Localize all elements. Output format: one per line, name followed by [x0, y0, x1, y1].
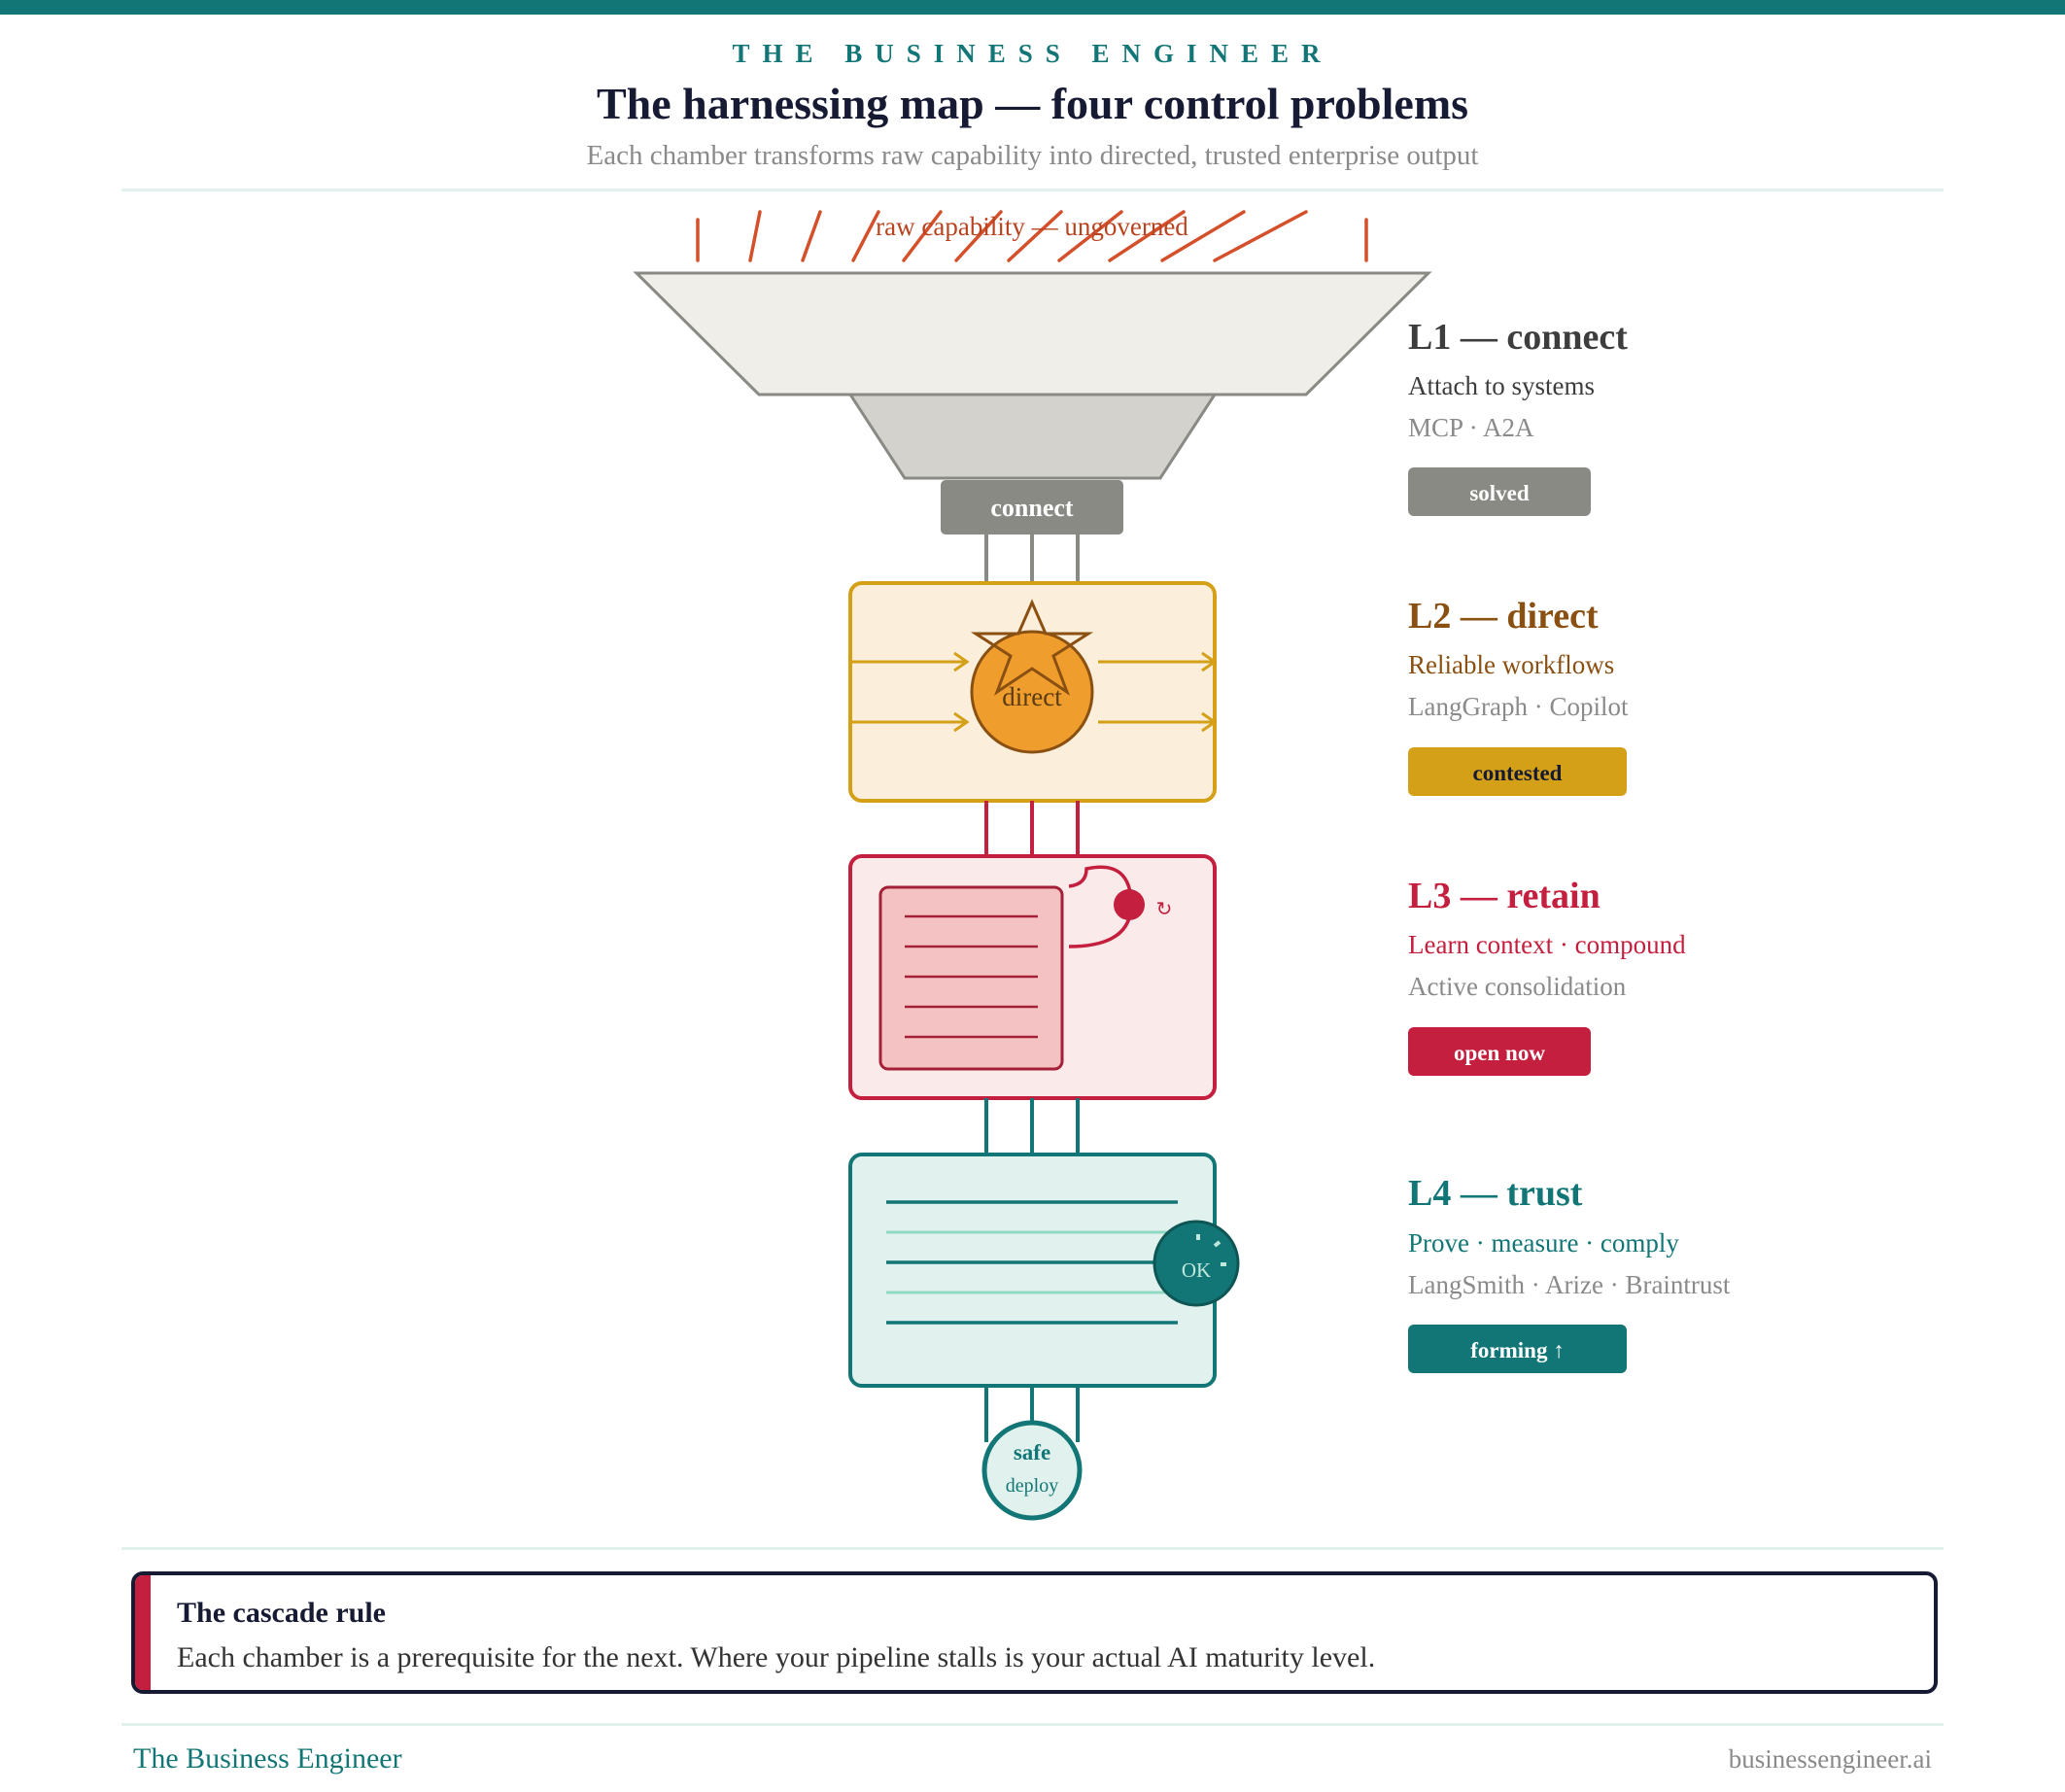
- layer-4-tools: LangSmith · Arize · Braintrust: [1408, 1270, 1730, 1300]
- layer-3-tools: Active consolidation: [1408, 972, 1626, 1002]
- output-sublabel: deploy: [1006, 1475, 1058, 1497]
- funnel-neck: [850, 395, 1215, 478]
- diagram-divider: [121, 1547, 1944, 1550]
- harnessing-diagram: raw capability — ungoverned connect dire…: [0, 0, 2065, 1555]
- footer-divider: [121, 1723, 1944, 1726]
- intake-funnel: [637, 273, 1428, 395]
- pipes-retain-to-trust: [986, 1098, 1078, 1154]
- layer-1-title: L1 — connect: [1408, 316, 1628, 359]
- layer-3-description: Learn context · compound: [1408, 930, 1686, 960]
- layer-4-status-badge: forming ↑: [1408, 1325, 1627, 1373]
- pipes-connect-to-direct: [986, 534, 1078, 583]
- connect-block-label: connect: [990, 494, 1074, 522]
- layer-1-status-badge: solved: [1408, 467, 1591, 516]
- layer-3-title: L3 — retain: [1408, 875, 1600, 917]
- raw-capability-label: raw capability — ungoverned: [876, 212, 1188, 241]
- pipes-direct-to-retain: [986, 801, 1078, 856]
- output-label: safe: [1014, 1440, 1050, 1465]
- footer-url[interactable]: businessengineer.ai: [1729, 1744, 1932, 1775]
- callout-text: Each chamber is a prerequisite for the n…: [177, 1641, 1375, 1674]
- safe-deploy-output: [984, 1423, 1080, 1518]
- retention-node-icon: [1114, 889, 1145, 920]
- layer-2-title: L2 — direct: [1408, 595, 1599, 638]
- layer-2-tools: LangGraph · Copilot: [1408, 692, 1628, 722]
- layer-4-description: Prove · measure · comply: [1408, 1228, 1679, 1258]
- refresh-cycle-icon: ↻: [1156, 897, 1173, 920]
- layer-1-tools: MCP · A2A: [1408, 413, 1534, 443]
- layer-2-description: Reliable workflows: [1408, 650, 1614, 680]
- layer-4-title: L4 — trust: [1408, 1172, 1582, 1215]
- layer-1-description: Attach to systems: [1408, 371, 1595, 401]
- callout-accent-bar: [135, 1575, 151, 1690]
- cascade-rule-callout: The cascade rule Each chamber is a prere…: [131, 1571, 1938, 1694]
- callout-title: The cascade rule: [177, 1597, 386, 1630]
- footer-brand: The Business Engineer: [133, 1742, 402, 1775]
- memory-document-icon: [880, 887, 1062, 1069]
- ok-gauge-label: OK: [1182, 1258, 1211, 1282]
- layer-2-status-badge: contested: [1408, 747, 1627, 796]
- direct-hub-label: direct: [1002, 682, 1062, 711]
- layer-3-status-badge: open now: [1408, 1027, 1591, 1076]
